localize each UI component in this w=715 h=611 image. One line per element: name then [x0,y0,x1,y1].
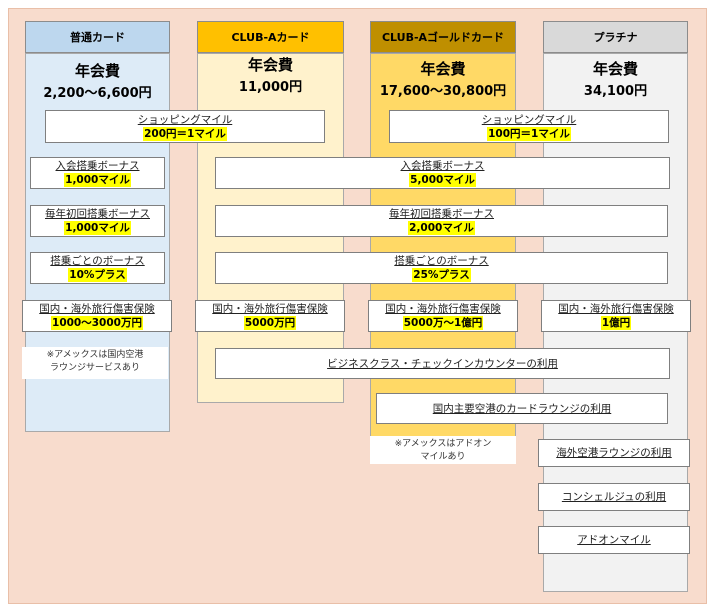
box-title: 毎年初回搭乗ボーナス [45,208,150,220]
header-platinum-label: プラチナ [593,31,638,44]
box-value: 1,000マイル [64,221,131,235]
box-title: 入会搭乗ボーナス [400,160,485,172]
box-value: 1000～3000万円 [51,316,143,330]
header-club-a: CLUB-Aカード [197,21,344,53]
concierge-box: コンシェルジュの利用 [538,483,690,511]
note-line: マイルあり [420,452,466,462]
box-title: ショッピングマイル [481,113,577,126]
addon-miles-box: アドオンマイル [538,526,690,554]
box-value: 10%プラス [68,268,127,282]
box-title: 搭乗ごとのボーナス [394,255,489,267]
box-title: ショッピングマイル [137,113,233,126]
box-title: 国内・海外旅行傷害保険 [558,303,674,315]
header-gold-label: CLUB-Aゴールドカード [381,31,505,44]
box-title: ビジネスクラス・チェックインカウンターの利用 [327,357,558,370]
box-value: 5000万円 [243,316,297,330]
box-value: 2,000マイル [408,221,475,235]
box-value: 1億円 [600,316,632,330]
join-bonus-normal-box: 入会搭乗ボーナス 1,000マイル [30,157,165,189]
fee-club-a: 年会費 11,000円 [197,52,344,97]
insurance-platinum-box: 国内・海外旅行傷害保険 1億円 [541,300,691,332]
note-line: ※アメックスはアドオン [394,439,492,449]
fee-value: 2,200～6,600円 [43,86,152,101]
fee-label: 年会費 [592,60,638,78]
flight-bonus-club-box: 搭乗ごとのボーナス 25%プラス [215,252,668,284]
header-normal: 普通カード [25,21,170,53]
box-title: アドオンマイル [577,534,651,546]
fee-gold: 年会費 17,600～30,800円 [370,56,516,101]
amex-lounge-note: ※アメックスは国内空港 ラウンジサービスあり [22,347,168,379]
fee-value: 17,600～30,800円 [379,84,507,99]
annual-bonus-normal-box: 毎年初回搭乗ボーナス 1,000マイル [30,205,165,237]
box-value: 5,000マイル [409,173,476,187]
insurance-gold-box: 国内・海外旅行傷害保険 5000万～1億円 [368,300,518,332]
annual-bonus-club-box: 毎年初回搭乗ボーナス 2,000マイル [215,205,668,237]
insurance-normal-box: 国内・海外旅行傷害保険 1000～3000万円 [22,300,172,332]
fee-normal: 年会費 2,200～6,600円 [25,58,170,103]
flight-bonus-normal-box: 搭乗ごとのボーナス 10%プラス [30,252,165,284]
header-normal-label: 普通カード [70,31,125,44]
box-value: 1,000マイル [64,173,131,187]
shopping-miles-normal-box: ショッピングマイル 200円＝1マイル [45,110,325,143]
fee-platinum: 年会費 34,100円 [543,56,688,101]
amex-addon-note: ※アメックスはアドオン マイルあり [370,436,516,464]
fee-label: 年会費 [247,56,293,74]
box-value: 25%プラス [412,268,471,282]
insurance-club-a-box: 国内・海外旅行傷害保険 5000万円 [195,300,345,332]
box-title: 搭乗ごとのボーナス [50,255,145,267]
domestic-lounge-box: 国内主要空港のカードラウンジの利用 [376,393,668,424]
box-title: 国内主要空港のカードラウンジの利用 [432,402,612,415]
fee-label: 年会費 [74,62,120,80]
header-gold: CLUB-Aゴールドカード [370,21,516,53]
box-title: 国内・海外旅行傷害保険 [39,303,155,315]
box-value: 100円＝1マイル [487,126,571,141]
join-bonus-club-box: 入会搭乗ボーナス 5,000マイル [215,157,670,189]
box-title: コンシェルジュの利用 [561,491,667,503]
shopping-miles-gold-box: ショッピングマイル 100円＝1マイル [389,110,669,143]
fee-value: 11,000円 [238,80,303,95]
fee-value: 34,100円 [583,84,648,99]
box-value: 200円＝1マイル [143,126,227,141]
box-title: 国内・海外旅行傷害保険 [385,303,501,315]
fee-label: 年会費 [420,60,466,78]
header-platinum: プラチナ [543,21,688,53]
box-title: 毎年初回搭乗ボーナス [389,208,494,220]
business-class-box: ビジネスクラス・チェックインカウンターの利用 [215,348,670,379]
box-title: 国内・海外旅行傷害保険 [212,303,328,315]
intl-lounge-box: 海外空港ラウンジの利用 [538,439,690,467]
box-title: 海外空港ラウンジの利用 [556,447,672,459]
note-line: ラウンジサービスあり [49,363,140,373]
note-line: ※アメックスは国内空港 [46,350,144,360]
box-value: 5000万～1億円 [402,316,484,330]
header-club-a-label: CLUB-Aカード [231,31,310,44]
box-title: 入会搭乗ボーナス [55,160,140,172]
